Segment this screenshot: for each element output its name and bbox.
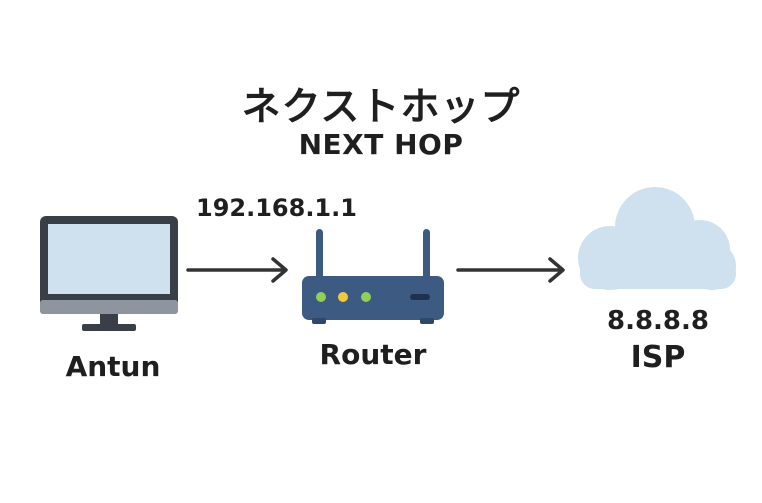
router-body: [302, 276, 444, 320]
isp-ip-label: 8.8.8.8: [607, 306, 709, 336]
router-foot-right: [420, 318, 434, 324]
router-led-green-1: [316, 292, 326, 302]
monitor-icon: [40, 216, 178, 331]
monitor-stand: [82, 324, 136, 331]
monitor-chin: [40, 300, 178, 314]
router-label: Router: [319, 338, 427, 371]
router-led-green-2: [361, 292, 371, 302]
router-ip-label: 192.168.1.1: [196, 194, 357, 222]
router-antenna-left: [316, 229, 323, 281]
cloud-icon: [578, 187, 736, 290]
monitor-screen: [48, 224, 170, 294]
router-led-yellow: [338, 292, 348, 302]
router-icon: [302, 229, 444, 324]
isp-label: ISP: [630, 340, 686, 375]
router-port: [410, 294, 430, 300]
diagram-title-japanese: ネクストホップ: [241, 85, 521, 130]
monitor-neck: [100, 314, 118, 326]
computer-label: Antun: [65, 350, 161, 383]
arrow-to-isp: [456, 257, 565, 283]
arrow-to-router: [186, 257, 288, 283]
router-foot-left: [312, 318, 326, 324]
router-antenna-right: [423, 229, 430, 281]
diagram-title-english: NEXT HOP: [298, 128, 464, 161]
